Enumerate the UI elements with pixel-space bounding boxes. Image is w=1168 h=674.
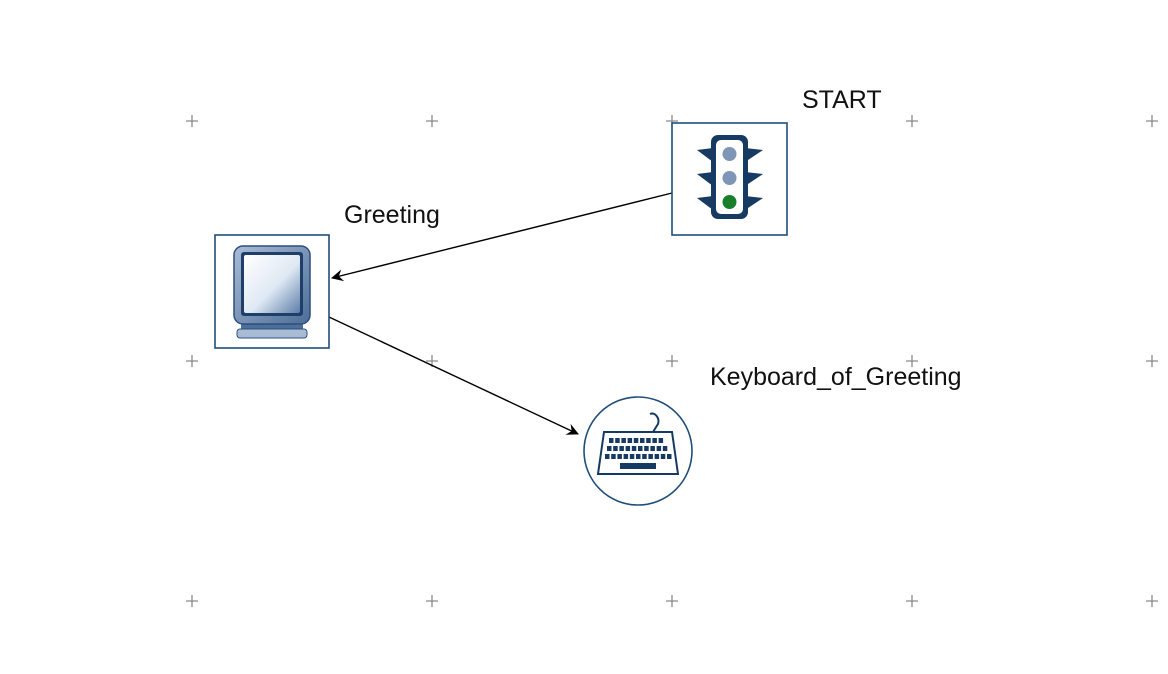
grid-marker: [426, 595, 438, 607]
node-greeting[interactable]: Greeting: [214, 201, 440, 349]
node-keyboard[interactable]: Keyboard_of_Greeting: [583, 363, 962, 506]
grid-marker: [906, 595, 918, 607]
grid-marker: [426, 115, 438, 127]
edges: [328, 192, 673, 435]
keyboard-icon: [596, 412, 680, 475]
keyboard-key: [607, 446, 612, 451]
keyboard-key: [625, 446, 631, 451]
keyboard-key: [667, 454, 672, 459]
light-bottom: [722, 195, 737, 209]
node-greeting-label: Greeting: [344, 201, 440, 229]
grid-marker: [666, 595, 678, 607]
keyboard-key: [605, 454, 610, 459]
keyboard-key: [658, 438, 664, 443]
grid-marker: [906, 355, 918, 367]
traffic-light-icon: [697, 135, 763, 219]
light-top: [722, 147, 737, 161]
keyboard-key: [629, 454, 635, 459]
keyboard-key: [646, 438, 651, 443]
grid-marker: [1146, 595, 1158, 607]
grid-marker: [186, 595, 198, 607]
keyboard-key: [642, 454, 647, 459]
keyboard-key: [633, 438, 639, 443]
keyboard-key: [652, 438, 657, 443]
keyboard-key: [617, 454, 622, 459]
keyboard-key: [613, 446, 618, 451]
keyboard-key: [623, 454, 629, 459]
keyboard-key: [631, 446, 637, 451]
grid-marker: [186, 355, 198, 367]
keyboard-key: [636, 454, 641, 459]
keyboard-key: [619, 446, 624, 451]
grid-marker: [1146, 355, 1158, 367]
edge-greeting-to-keyboard[interactable]: [328, 316, 579, 435]
grid-marker: [1146, 115, 1158, 127]
node-start[interactable]: START: [671, 86, 882, 236]
keyboard-key: [660, 454, 666, 459]
keyboard-key: [640, 438, 645, 443]
keyboard-key: [627, 438, 633, 443]
keyboard-key: [654, 454, 660, 459]
light-middle: [722, 171, 737, 185]
keyboard-key: [644, 446, 649, 451]
edge-start-to-greeting[interactable]: [331, 192, 673, 282]
grid-marker: [666, 355, 678, 367]
node-keyboard-label: Keyboard_of_Greeting: [710, 363, 962, 391]
keyboard-key: [611, 454, 616, 459]
node-start-label: START: [802, 86, 882, 114]
keyboard-keys: [605, 438, 672, 459]
keyboard-key: [638, 446, 643, 451]
keyboard-key: [650, 446, 655, 451]
monitor-icon: [233, 245, 311, 339]
keyboard-key: [621, 438, 626, 443]
grid-marker: [906, 115, 918, 127]
keyboard-key: [615, 438, 620, 443]
keyboard-key: [656, 446, 662, 451]
keyboard-key: [662, 446, 668, 451]
keyboard-key: [648, 454, 653, 459]
grid-marker: [186, 115, 198, 127]
keyboard-key: [609, 438, 614, 443]
